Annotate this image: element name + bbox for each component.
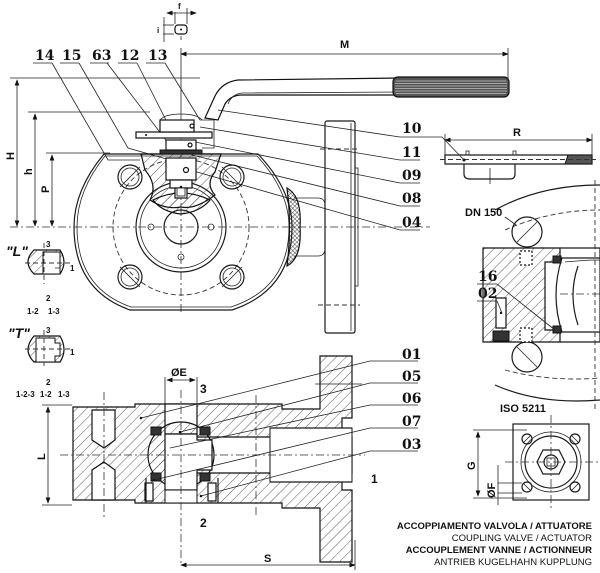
ball-type-l-port-2: 2 (46, 294, 51, 303)
ball-type-t-path-2: 1-2 (40, 390, 52, 399)
caption-german: ANTRIEB KUGELHAHN KUPPLUNG (434, 557, 592, 568)
part-label-12: 12 (120, 48, 139, 64)
stem-flat-small-label: i (157, 26, 159, 35)
part-label-14: 14 (35, 48, 55, 64)
iso-standard-label: ISO 5211 (500, 403, 546, 415)
ball-type-t-port-2: 2 (46, 378, 51, 387)
valve-front-view: H h P (5, 77, 430, 315)
stem-flat-detail (163, 8, 197, 42)
valve-side-view (286, 120, 360, 334)
part-label-06: 06 (402, 391, 421, 407)
dimension-s-label: S (264, 553, 271, 565)
right-part-labels: 10 11 09 08 04 (189, 109, 422, 231)
part-label-11: 11 (402, 145, 421, 161)
part-label-04: 04 (402, 215, 422, 231)
ball-type-l-path-1: 1-2 (27, 307, 39, 316)
part-label-13: 13 (148, 48, 167, 64)
flange-section-view (477, 180, 600, 410)
caption-french: ACCOUPLEMENT VANNE / ACTIONNEUR (405, 545, 592, 556)
ball-type-t-path-3: 1-3 (58, 390, 70, 399)
ball-type-t-title: "T" (8, 325, 30, 341)
part-label-63: 63 (92, 48, 111, 64)
part-label-01: 01 (402, 347, 421, 363)
ball-type-l-path-2: 1-3 (48, 307, 60, 316)
ball-type-t-port-3: 3 (46, 326, 51, 335)
caption-italian: ACCOPPIAMENTO VALVOLA / ATTUATORE (396, 521, 592, 532)
top-part-labels: 14 15 63 12 13 (33, 48, 201, 161)
handle (204, 76, 510, 121)
dimension-g-label: G (466, 461, 478, 470)
ball-type-t-port-1: 1 (70, 348, 75, 357)
ball-type-l-port-1: 1 (70, 264, 75, 273)
part-label-10: 10 (402, 121, 422, 137)
ball-type-l (25, 243, 70, 284)
dimension-e-label: ØE (171, 367, 187, 379)
part-label-07: 07 (402, 414, 421, 430)
part-label-08: 08 (402, 191, 421, 207)
part-label-03: 03 (402, 437, 421, 453)
part-label-16: 16 (478, 269, 497, 285)
part-label-15: 15 (62, 48, 81, 64)
handle-side-view: R (420, 127, 596, 184)
dimension-f-label: ØF (486, 482, 498, 498)
ball-type-t (25, 330, 70, 366)
dimension-p-label: P (40, 186, 52, 193)
iso-mounting-view (473, 415, 598, 510)
caption-block: ACCOPPIAMENTO VALVOLA / ATTUATORE COUPLI… (397, 521, 592, 569)
part-label-02: 02 (478, 286, 497, 302)
dn-size-label: DN 150 (465, 207, 502, 219)
dimension-h-lower-label: h (23, 168, 35, 175)
port-1-label: 1 (371, 472, 378, 486)
dimension-m-label: M (340, 39, 349, 51)
ball-type-l-port-3: 3 (46, 240, 51, 249)
ball-type-l-title: "L" (6, 243, 28, 259)
dimension-r-label: R (513, 127, 521, 139)
dimension-l-label: L (36, 453, 48, 460)
stem-flat-label: f (178, 2, 181, 11)
port-3-label: 3 (200, 382, 207, 396)
part-label-05: 05 (402, 369, 421, 385)
ball-type-t-path-1: 1-2-3 (16, 390, 35, 399)
valve-section-view (42, 355, 418, 570)
port-2-label: 2 (200, 516, 207, 530)
dimension-h-upper-label: H (5, 152, 17, 160)
caption-english: COUPLING VALVE / ACTUATOR (451, 533, 592, 544)
part-label-09: 09 (402, 168, 421, 184)
